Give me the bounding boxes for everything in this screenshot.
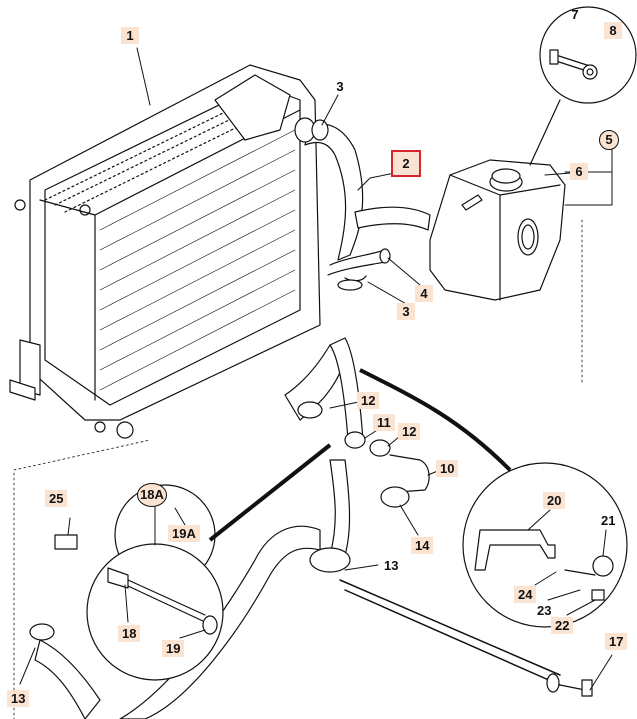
- callout-8: 8: [604, 22, 622, 39]
- callout-3-bottom: 3: [397, 303, 415, 320]
- detail-bracket: [462, 462, 628, 628]
- callout-6: 6: [570, 163, 588, 180]
- callout-19: 19: [162, 640, 185, 657]
- callout-1: 1: [121, 27, 139, 44]
- top-hose: [294, 117, 431, 291]
- lower-hose: [284, 337, 430, 556]
- guide-lines: [13, 219, 583, 719]
- callout-5: 5: [599, 130, 619, 150]
- callout-14: 14: [411, 537, 434, 554]
- callout-10: 10: [436, 460, 459, 477]
- callout-21: 21: [601, 513, 616, 528]
- callout-25: 25: [45, 490, 68, 507]
- callout-17: 17: [605, 633, 628, 650]
- callout-13-right: 13: [384, 558, 399, 573]
- callout-2-selected[interactable]: 2: [391, 150, 421, 177]
- callout-24: 24: [514, 586, 537, 603]
- callout-18a: 18A: [137, 483, 167, 507]
- detail-sensor: [54, 484, 224, 681]
- callout-20: 20: [543, 492, 566, 509]
- callout-12-lower: 12: [398, 423, 421, 440]
- callout-11: 11: [373, 414, 395, 431]
- expansion-tank: [429, 159, 566, 301]
- callout-3-top: 3: [336, 79, 344, 94]
- callout-13-left: 13: [7, 690, 30, 707]
- detail-pointer-a: [359, 368, 512, 472]
- radiator: [9, 64, 321, 439]
- detail-pointer-b: [208, 443, 332, 542]
- callout-12-upper: 12: [357, 392, 380, 409]
- callout-18: 18: [118, 625, 141, 642]
- callout-7: 7: [571, 7, 579, 22]
- callout-22: 22: [551, 617, 574, 634]
- callout-19a: 19A: [168, 525, 200, 542]
- callout-23: 23: [537, 603, 552, 618]
- callout-4: 4: [415, 285, 433, 302]
- leader-lines: [19, 47, 613, 691]
